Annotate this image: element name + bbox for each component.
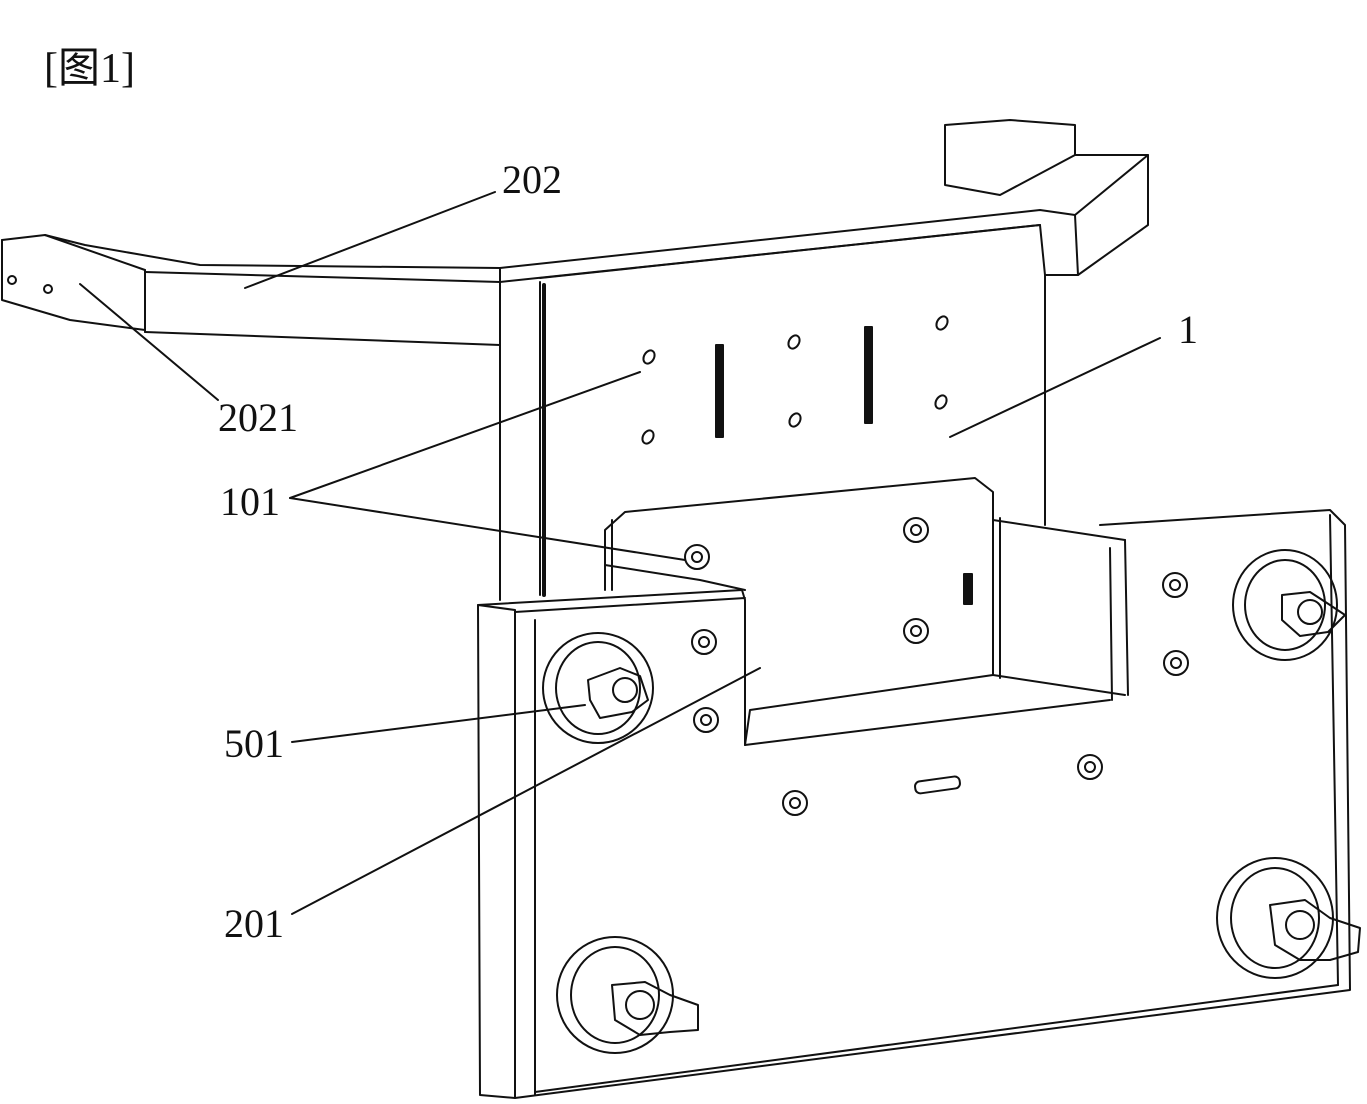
label-201: 201 xyxy=(224,901,284,946)
figure-title: [图1] xyxy=(44,46,135,92)
label-101: 101 xyxy=(220,479,280,524)
back-plate xyxy=(500,225,1045,600)
base-plate xyxy=(478,510,1350,1098)
caster-top-left xyxy=(543,633,653,743)
label-202: 202 xyxy=(502,157,562,202)
caster-bottom-right xyxy=(1217,858,1360,978)
caster-top-right xyxy=(1233,550,1345,660)
label-2021: 2021 xyxy=(218,395,298,440)
leader-lines xyxy=(80,192,1160,914)
label-1: 1 xyxy=(1178,307,1198,352)
label-501: 501 xyxy=(224,721,284,766)
caster-bottom-left xyxy=(557,937,698,1053)
mounting-bracket xyxy=(605,478,1128,745)
